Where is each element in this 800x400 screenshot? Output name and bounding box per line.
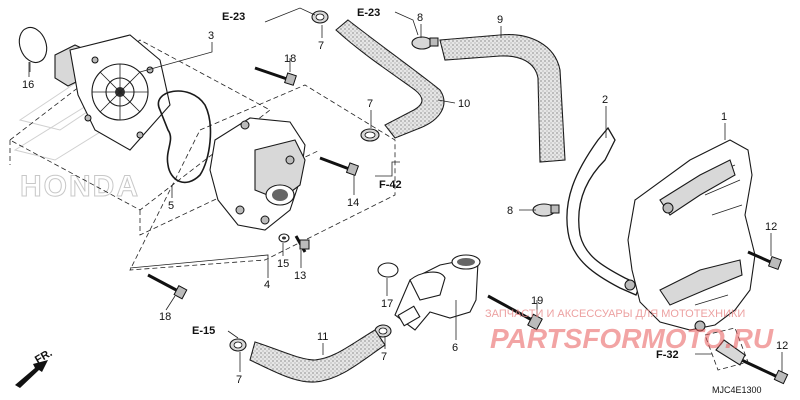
part-label-1: 1 [721,111,727,123]
part-label-3: 3 [208,30,214,42]
part-label-17: 17 [381,298,393,310]
part-label-19: 19 [531,295,543,307]
part-label-5: 5 [168,200,174,212]
part-label-13: 13 [294,270,306,282]
gasket-5 [157,90,212,184]
clamp-7-left [229,338,247,352]
part-label-7-right: 7 [381,351,387,363]
part-label-6: 6 [452,342,458,354]
reference-leaders [227,7,712,355]
part-label-18-top: 18 [284,53,296,65]
ref-e23-mid: E-23 [357,7,380,19]
pump-cover-4 [209,117,306,231]
pump-cover-assembly-outline [129,84,396,271]
cover-gasket-2 [566,126,641,296]
shop-watermark: ЗАПЧАСТИ И АКСЕССУАРЫ ДЛЯ МОТОТЕХНИКИ PA… [485,308,774,354]
direction-arrow-icon [15,360,48,388]
direction-label: FR. [33,347,54,366]
part-label-4: 4 [264,279,270,291]
part-label-16: 16 [22,79,34,91]
bolt-13 [294,235,310,253]
part-label-7-top: 7 [318,40,324,52]
part-label-10: 10 [458,98,470,110]
bolt-12-right [747,250,783,271]
pump-assembly-outline [9,39,321,236]
part-label-8-mid: 8 [507,205,513,217]
o-ring-16 [18,26,48,72]
water-pump-cover-1 [624,139,756,332]
hose-9 [439,34,566,163]
clamp-8-mid [532,203,560,217]
part-label-7-left: 7 [236,374,242,386]
bolt-18-bottom [147,273,188,300]
part-number-leaders [28,24,783,372]
part-number-labels: 1 2 3 4 5 6 7 7 7 7 8 8 9 10 11 12 12 13… [22,12,788,386]
bolt-14 [319,156,360,177]
part-label-2: 2 [602,94,608,106]
reference-labels: E-23 E-23 F-42 E-15 F-32 [192,7,679,361]
diagram-code: MJC4E1300 [712,385,762,395]
o-ring-17 [377,262,399,278]
part-label-15: 15 [277,258,289,270]
part-label-12-right: 12 [765,221,777,233]
shop-watermark-tagline: ЗАПЧАСТИ И АКСЕССУАРЫ ДЛЯ МОТОТЕХНИКИ [485,308,745,320]
ref-e15: E-15 [192,325,215,337]
part-label-12-bottom: 12 [776,340,788,352]
ref-e23-left: E-23 [222,11,245,23]
part-label-11: 11 [317,331,328,343]
bolt-19 [487,294,543,331]
honda-watermark-text: HONDA [20,170,140,203]
water-pipe-6 [394,254,481,331]
part-label-7-mid: 7 [367,98,373,110]
shop-watermark-name: PARTSFORMOTO.RU [490,323,774,354]
washer-15 [278,233,290,243]
clamp-7-mid [360,128,380,142]
part-label-18-bottom: 18 [159,311,171,323]
bracket-f32 [704,327,749,371]
water-pump-3 [54,34,171,151]
ref-f42: F-42 [379,179,402,191]
part-label-14: 14 [347,197,359,209]
clamp-7-top [311,10,329,24]
clamp-7-right [374,324,392,338]
ref-f32: F-32 [656,349,679,361]
part-label-8-top: 8 [417,12,423,24]
hose-10 [335,19,445,139]
bolt-18-top [254,66,297,86]
clamp-8-top [411,36,439,50]
part-label-9: 9 [497,14,503,26]
